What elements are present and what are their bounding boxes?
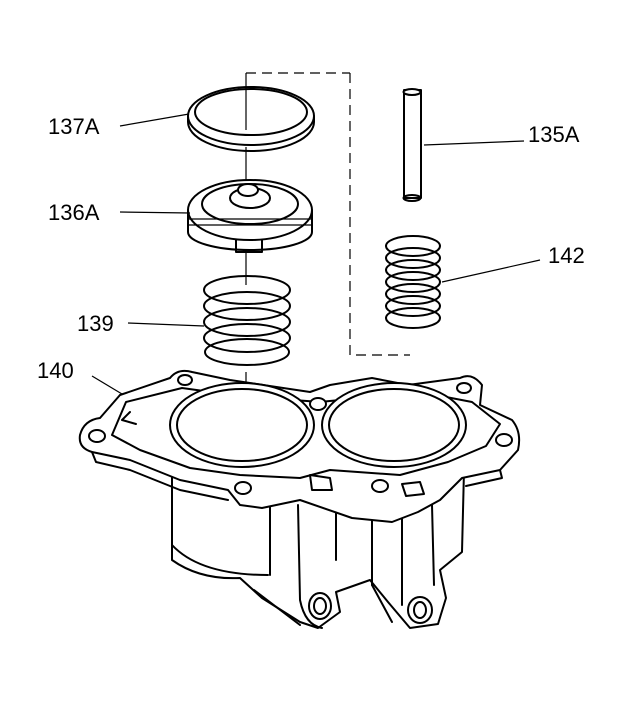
assembly-dashed-line bbox=[246, 72, 410, 356]
spring-142 bbox=[385, 235, 441, 329]
valve-136a bbox=[187, 179, 313, 253]
seal-ring-137a bbox=[187, 86, 315, 152]
housing-140 bbox=[78, 369, 521, 629]
callout-140: 140 bbox=[37, 358, 74, 383]
spring-139 bbox=[203, 275, 291, 366]
leader-lines bbox=[91, 113, 541, 395]
pin-135a bbox=[402, 88, 422, 202]
callout-139: 139 bbox=[77, 311, 114, 336]
callout-142: 142 bbox=[548, 243, 585, 268]
callout-135a: 135A bbox=[528, 122, 580, 147]
callout-136a: 136A bbox=[48, 200, 100, 225]
callout-137a: 137A bbox=[48, 114, 100, 139]
